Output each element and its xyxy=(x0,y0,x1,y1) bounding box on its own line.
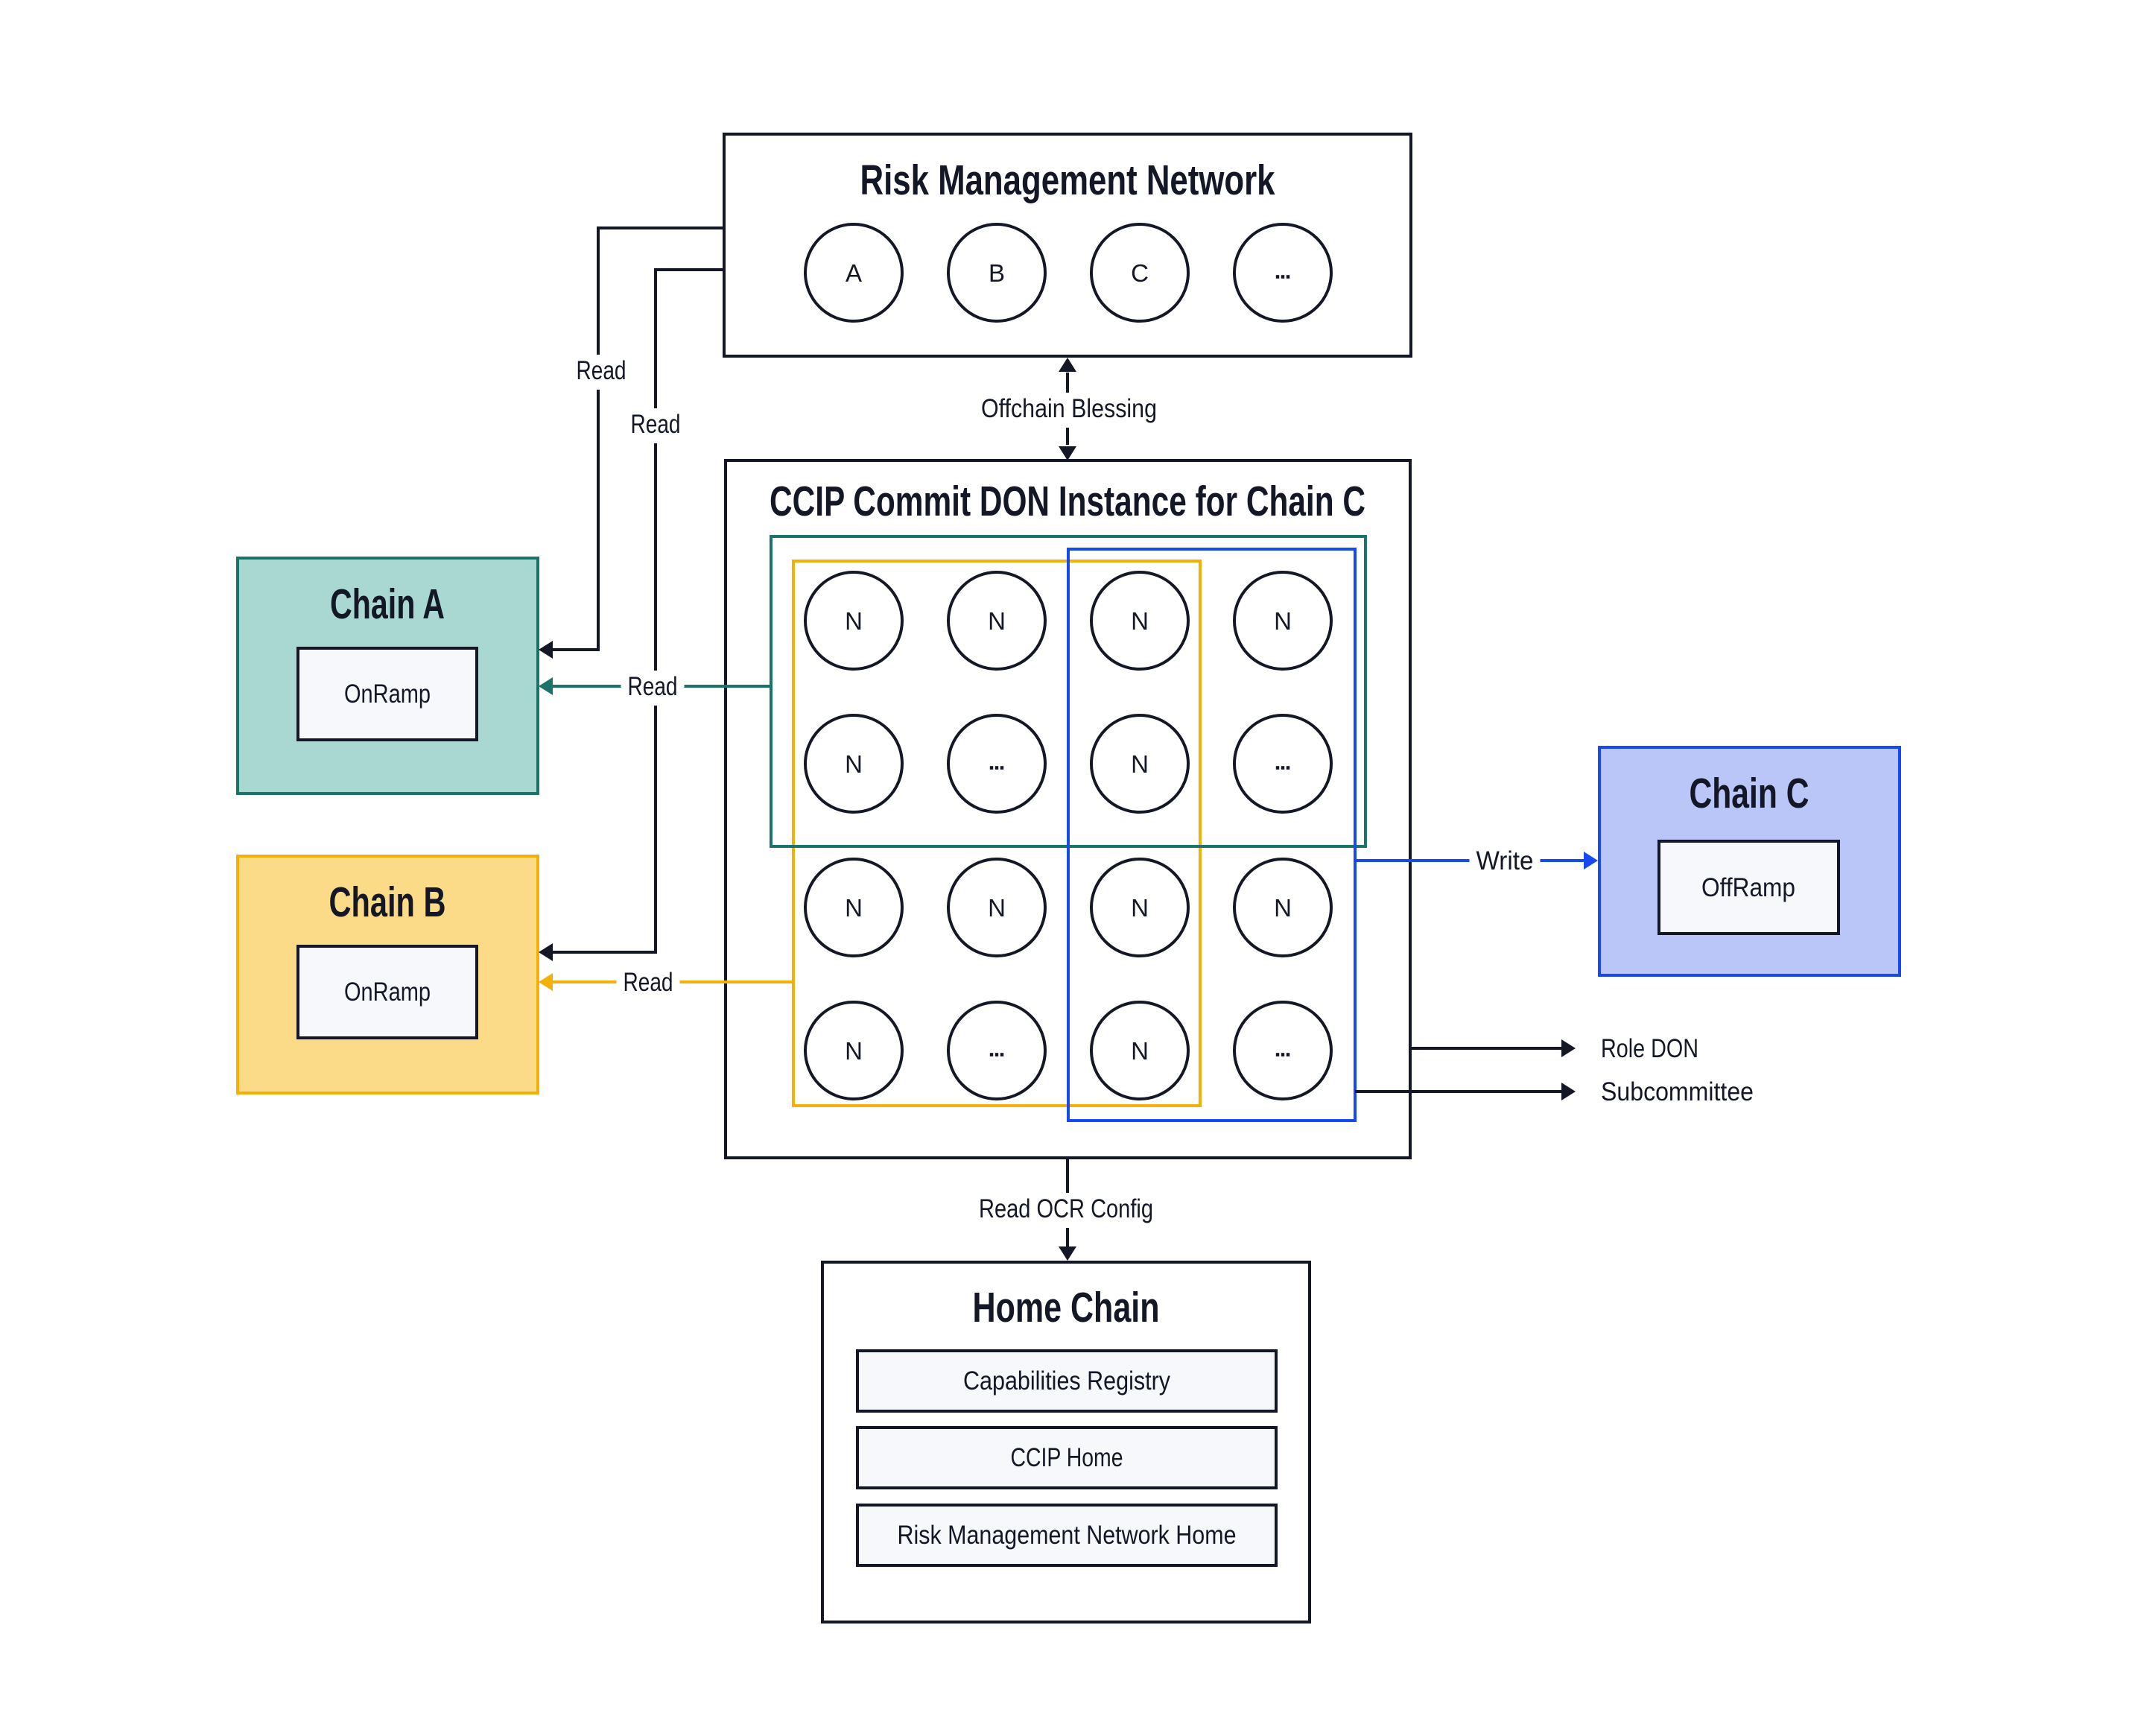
svg-text:Read: Read xyxy=(624,968,673,997)
svg-text:N: N xyxy=(1131,607,1149,635)
svg-text:Role DON: Role DON xyxy=(1601,1034,1698,1063)
svg-text:Risk Management Network: Risk Management Network xyxy=(860,156,1275,204)
svg-text:Chain B: Chain B xyxy=(329,878,446,926)
svg-text:N: N xyxy=(1131,1037,1149,1065)
svg-text:Home Chain: Home Chain xyxy=(973,1284,1160,1331)
svg-text:N: N xyxy=(988,894,1006,922)
svg-text:Write: Write xyxy=(1476,846,1534,875)
svg-text:N: N xyxy=(1274,607,1292,635)
svg-text:N: N xyxy=(1131,750,1149,778)
svg-text:C: C xyxy=(1131,259,1149,287)
svg-text:A: A xyxy=(846,259,862,287)
svg-text:OnRamp: OnRamp xyxy=(344,978,431,1007)
svg-text:N: N xyxy=(1131,894,1149,922)
svg-text:Read: Read xyxy=(577,356,626,385)
svg-text:Subcommittee: Subcommittee xyxy=(1601,1077,1754,1106)
svg-text:N: N xyxy=(845,894,863,922)
svg-text:Capabilities Registry: Capabilities Registry xyxy=(963,1366,1170,1396)
svg-text:N: N xyxy=(845,1037,863,1065)
svg-text:Offchain Blessing: Offchain Blessing xyxy=(981,394,1157,423)
svg-text:CCIP Home: CCIP Home xyxy=(1011,1443,1123,1472)
svg-text:Chain A: Chain A xyxy=(330,580,445,628)
svg-text:Chain C: Chain C xyxy=(1690,770,1809,817)
svg-text:Read: Read xyxy=(628,672,678,701)
svg-text:Risk Management Network Home: Risk Management Network Home xyxy=(898,1521,1237,1550)
svg-text:CCIP Commit DON Instance for C: CCIP Commit DON Instance for Chain C xyxy=(770,478,1365,525)
svg-text:OffRamp: OffRamp xyxy=(1701,873,1795,902)
svg-text:N: N xyxy=(1274,894,1292,922)
svg-text:N: N xyxy=(845,750,863,778)
svg-text:Read: Read xyxy=(631,410,681,439)
svg-text:N: N xyxy=(845,607,863,635)
svg-text:N: N xyxy=(988,607,1006,635)
svg-text:Read OCR Config: Read OCR Config xyxy=(979,1194,1153,1223)
svg-text:OnRamp: OnRamp xyxy=(344,679,431,709)
svg-text:B: B xyxy=(989,259,1005,287)
